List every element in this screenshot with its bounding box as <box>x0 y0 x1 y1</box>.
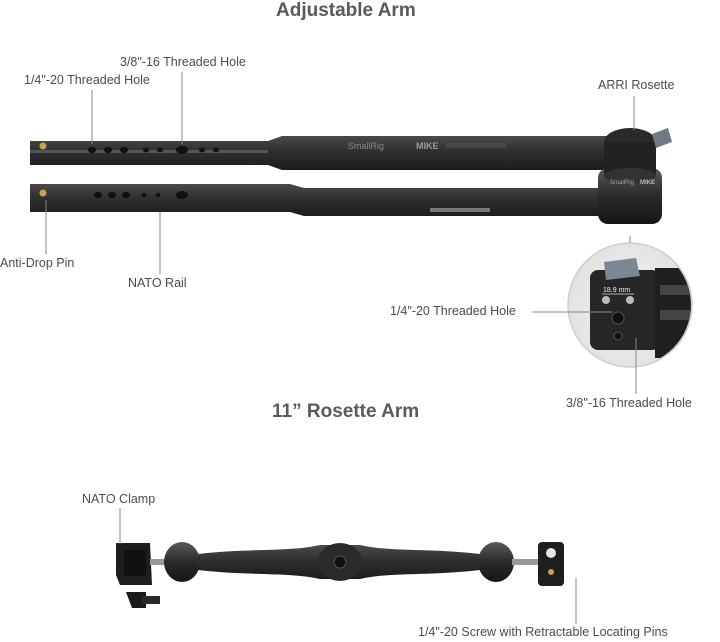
callout-screw-locating-pins: 1/4"-20 Screw with Retractable Locating … <box>418 625 668 639</box>
model-mark-upper: MIKE <box>416 141 439 151</box>
arri-rosette-hub: SmallRig MIKE <box>598 128 672 224</box>
rosette-arm <box>116 542 564 608</box>
brand-mark-hub: SmallRig <box>610 180 634 186</box>
lower-arm <box>30 184 612 216</box>
anti-drop-pin-lower <box>39 189 47 197</box>
adjustable-arm-title: Adjustable Arm <box>276 0 416 21</box>
callout-38-threaded-hole-top: 3/8"-16 Threaded Hole <box>120 55 246 69</box>
leader-lines <box>45 72 637 624</box>
callout-14-threaded-hole-detail: 1/4"-20 Threaded Hole <box>390 304 516 318</box>
brand-mark-upper: SmallRig <box>348 141 384 151</box>
rosette-arm-title: 11” Rosette Arm <box>272 401 420 422</box>
model-mark-hub: MIKE <box>640 180 655 186</box>
callout-anti-drop-pin: Anti-Drop Pin <box>0 256 75 270</box>
callout-38-threaded-hole-detail: 3/8"-16 Threaded Hole <box>566 396 692 410</box>
anti-drop-pin-upper <box>39 142 47 150</box>
screw-mount <box>538 542 564 586</box>
rosette-lever-icon <box>652 128 672 148</box>
nato-clamp-lever-icon <box>142 596 160 604</box>
callout-nato-rail: NATO Rail <box>128 276 187 290</box>
upper-arm: SmallRig MIKE <box>30 136 622 170</box>
detail-magnifier: 18.9 mm <box>567 242 693 368</box>
callout-14-threaded-hole-top: 1/4"-20 Threaded Hole <box>24 73 150 87</box>
callout-arri-rosette: ARRI Rosette <box>598 78 675 92</box>
dimension-label: 18.9 mm <box>603 287 630 294</box>
callout-nato-clamp: NATO Clamp <box>82 492 156 506</box>
